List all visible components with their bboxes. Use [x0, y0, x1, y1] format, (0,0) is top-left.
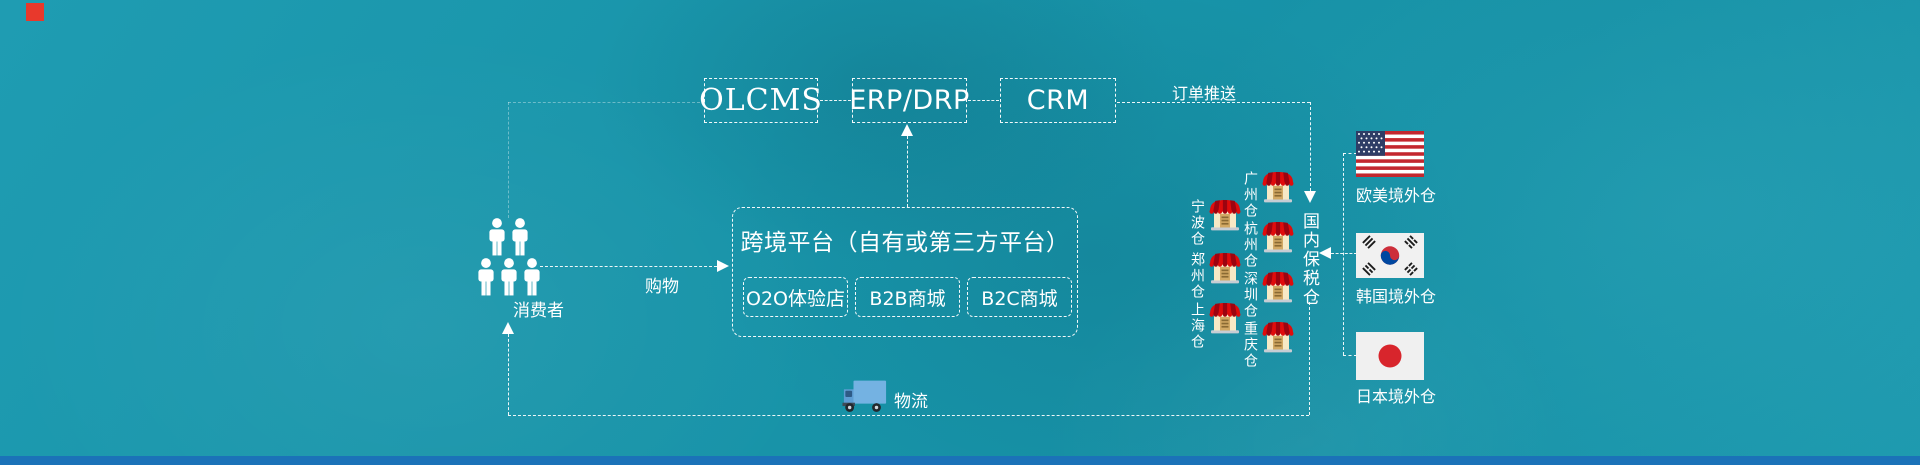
store-icon	[1260, 171, 1296, 203]
warehouse-shanghai: 上海仓	[1189, 302, 1243, 350]
us-flag-icon	[1356, 131, 1424, 177]
warehouse-ningbo: 宁波仓	[1189, 199, 1243, 247]
warehouse-label: 杭州仓	[1242, 221, 1258, 269]
line-logistics-to-consumers	[508, 334, 509, 415]
corner-logo	[26, 3, 44, 21]
bottom-bar	[0, 456, 1920, 465]
warehouse-hangzhou: 杭州仓	[1242, 221, 1296, 269]
crm-box: CRM	[1000, 78, 1116, 123]
jp-warehouse-label: 日本境外仓	[1356, 387, 1437, 406]
line-erp-crm	[968, 100, 999, 101]
line-logistics-bottom	[508, 415, 1309, 416]
logistics-label: 物流	[894, 392, 928, 412]
person-icon	[499, 258, 519, 296]
person-icon	[510, 218, 530, 256]
person-icon	[487, 218, 507, 256]
store-icon	[1260, 271, 1296, 303]
line-consumers-to-olcms-h	[508, 102, 705, 103]
warehouse-zhengzhou: 郑州仓	[1189, 252, 1243, 300]
shopping-label: 购物	[645, 277, 679, 297]
warehouse-label: 深圳仓	[1242, 271, 1258, 319]
warehouse-shenzhen: 深圳仓	[1242, 271, 1296, 319]
person-icon	[476, 258, 496, 296]
b2b-mall-box: B2B商城	[855, 277, 960, 317]
b2c-mall-label: B2C商城	[981, 287, 1058, 310]
arrowhead-up-icon	[901, 124, 913, 136]
warehouse-label: 上海仓	[1189, 302, 1205, 350]
bonded-warehouse-label: 国内保税仓	[1299, 212, 1319, 307]
line-consumers-to-olcms-v	[508, 102, 509, 218]
truck-icon	[842, 380, 887, 412]
arrowhead-left-icon	[1319, 247, 1331, 259]
o2o-store-box: O2O体验店	[743, 277, 848, 317]
arrowhead-down-icon	[1304, 191, 1316, 203]
consumers-icon-row-bottom	[476, 258, 542, 296]
consumers-label: 消费者	[513, 301, 564, 321]
store-icon	[1260, 221, 1296, 253]
platform-box: 跨境平台（自有或第三方平台）	[732, 207, 1078, 337]
person-icon	[522, 258, 542, 296]
line-olcms-erp	[820, 100, 851, 101]
erp-drp-box: ERP/DRP	[849, 78, 970, 123]
store-icon	[1260, 321, 1296, 353]
line-platform-to-erp	[907, 136, 908, 207]
jp-flag-icon	[1356, 332, 1424, 380]
store-icon	[1207, 199, 1243, 231]
line-logistics-to-bonded	[1309, 302, 1310, 415]
consumers-icon-row-top	[487, 218, 530, 256]
platform-title: 跨境平台（自有或第三方平台）	[740, 230, 1070, 256]
line-order-push-v	[1310, 102, 1311, 191]
store-icon	[1207, 252, 1243, 284]
b2c-mall-box: B2C商城	[967, 277, 1072, 317]
order-push-label: 订单推送	[1172, 84, 1237, 103]
store-icon	[1207, 302, 1243, 334]
line-stub-kr	[1331, 253, 1357, 254]
line-overseas-bracket	[1343, 153, 1344, 355]
line-order-push-h	[1117, 102, 1310, 103]
warehouse-chongqing: 重庆仓	[1242, 321, 1296, 369]
warehouse-label: 重庆仓	[1242, 321, 1258, 369]
olcms-label: OLCMS	[699, 83, 823, 118]
line-stub-us	[1343, 153, 1357, 154]
line-shopping	[540, 266, 717, 267]
b2b-mall-label: B2B商城	[869, 287, 946, 310]
o2o-store-label: O2O体验店	[746, 287, 845, 310]
arrowhead-up-icon	[502, 322, 514, 334]
erp-drp-label: ERP/DRP	[849, 85, 970, 116]
warehouse-label: 广州仓	[1242, 171, 1258, 219]
kr-flag-icon	[1356, 233, 1424, 278]
arrowhead-right-icon	[717, 260, 729, 272]
warehouse-label: 宁波仓	[1189, 199, 1205, 247]
olcms-box: OLCMS	[699, 78, 822, 123]
crm-label: CRM	[1026, 85, 1090, 116]
kr-warehouse-label: 韩国境外仓	[1356, 287, 1437, 306]
warehouse-guangzhou: 广州仓	[1242, 171, 1296, 219]
us-warehouse-label: 欧美境外仓	[1356, 186, 1437, 205]
line-stub-jp	[1343, 355, 1357, 356]
warehouse-label: 郑州仓	[1189, 252, 1205, 300]
